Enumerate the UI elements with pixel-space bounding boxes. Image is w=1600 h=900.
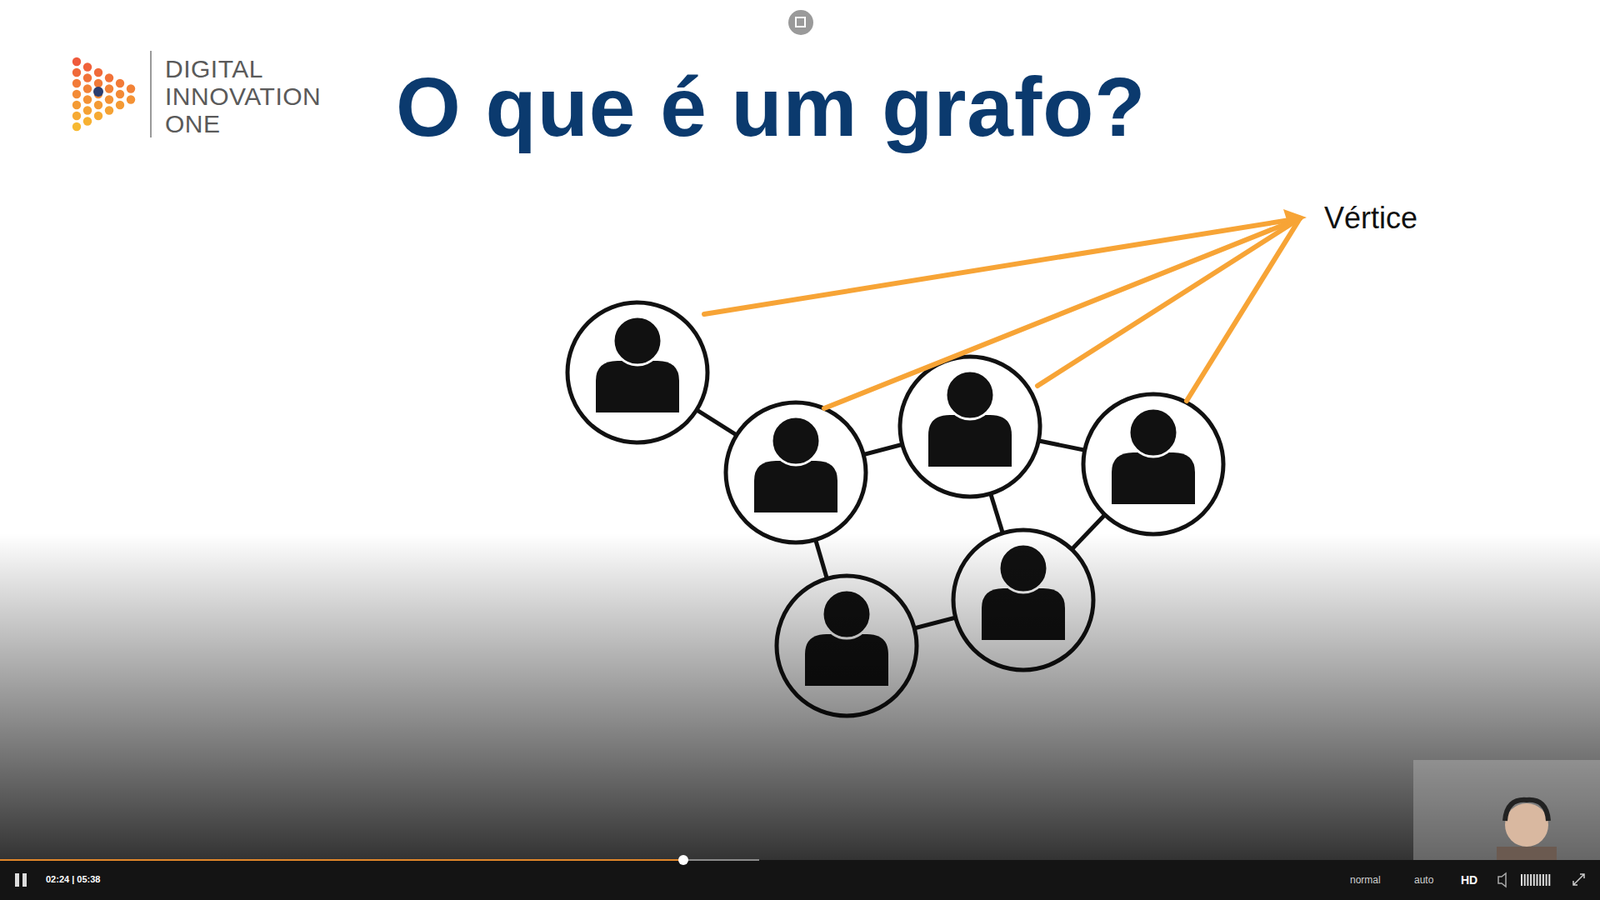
volume-bar <box>1539 874 1541 886</box>
person-body <box>1111 452 1195 505</box>
logo-dot <box>83 62 92 71</box>
logo-dot <box>94 111 103 120</box>
volume-bar <box>1526 874 1529 886</box>
volume-bars <box>1520 874 1550 886</box>
logo-dot <box>105 84 114 93</box>
logo-dot <box>72 100 81 110</box>
headset <box>1505 800 1549 821</box>
person-head <box>771 416 820 465</box>
fullscreen-icon <box>1573 874 1585 885</box>
webcam-shoulders <box>1496 846 1557 860</box>
vertex-label: Vértice <box>1324 203 1418 234</box>
logo-dot <box>72 57 81 66</box>
quality-control: auto <box>1414 875 1434 885</box>
volume-bar <box>1530 874 1532 886</box>
person-body <box>595 360 680 413</box>
logo-dot <box>94 79 103 88</box>
logo-dot <box>83 116 92 125</box>
vertex-circle <box>725 402 866 543</box>
leader-lines <box>704 218 1300 409</box>
popout-icon <box>788 10 814 35</box>
volume-bar <box>1524 874 1526 886</box>
time-display: 02:24 | 05:38 <box>45 875 100 885</box>
hd-badge: HD <box>1460 874 1478 886</box>
logo-dot <box>105 73 114 82</box>
volume-icon <box>1498 873 1506 887</box>
popout-glyph <box>795 17 805 27</box>
person-head <box>945 370 995 420</box>
person-head <box>1129 408 1178 457</box>
logo-dot <box>126 84 135 93</box>
pause-icon <box>15 873 20 887</box>
person-body <box>754 460 838 513</box>
logo-dot <box>72 90 81 99</box>
progress-knob <box>678 855 689 865</box>
speed-control: normal <box>1350 875 1381 885</box>
vertex-circle <box>567 302 708 443</box>
person-vertex <box>567 302 708 443</box>
logo-dot <box>83 95 92 104</box>
logo-dot <box>72 79 81 88</box>
logo-dot <box>72 68 81 77</box>
logo-dot <box>105 95 114 104</box>
person-vertex <box>900 356 1040 497</box>
logo-dot <box>72 122 81 131</box>
player-gradient <box>0 533 1600 860</box>
volume-bar <box>1548 874 1550 886</box>
webcam-panel <box>1413 760 1600 860</box>
logo-mark <box>72 57 135 131</box>
logo-dot <box>115 100 125 110</box>
leader-arrowhead <box>1283 209 1307 225</box>
logo-dot <box>83 105 92 115</box>
logo-dot <box>115 79 125 88</box>
logo-text: DIGITAL INNOVATION ONE <box>165 55 345 138</box>
volume-bar <box>1536 874 1539 886</box>
buffer-bar <box>0 859 760 861</box>
logo-dot <box>83 84 92 93</box>
webcam-face <box>1505 803 1549 847</box>
volume-bar <box>1545 874 1548 886</box>
logo-dot <box>115 90 125 99</box>
logo-dot <box>105 105 114 115</box>
slide-title: O que é um grafo? <box>395 65 1146 149</box>
vertex-circle <box>1083 394 1224 535</box>
person-head <box>613 316 662 365</box>
logo-dot <box>94 68 103 77</box>
volume-bar <box>1542 874 1545 886</box>
person-vertex <box>1083 394 1224 535</box>
volume-bar <box>1520 874 1523 886</box>
volume-bar <box>1533 874 1535 886</box>
logo-dot <box>94 100 103 110</box>
vertex-circle <box>900 356 1040 497</box>
logo-dot <box>93 86 104 97</box>
logo-dot <box>126 95 135 104</box>
pause-icon <box>22 873 27 887</box>
person-body <box>928 415 1012 467</box>
person-vertex <box>725 402 866 543</box>
logo-dot <box>83 73 92 82</box>
progress-bar <box>0 859 684 861</box>
logo-divider <box>150 50 152 138</box>
control-bar <box>0 860 1600 900</box>
logo-dot <box>72 111 81 120</box>
